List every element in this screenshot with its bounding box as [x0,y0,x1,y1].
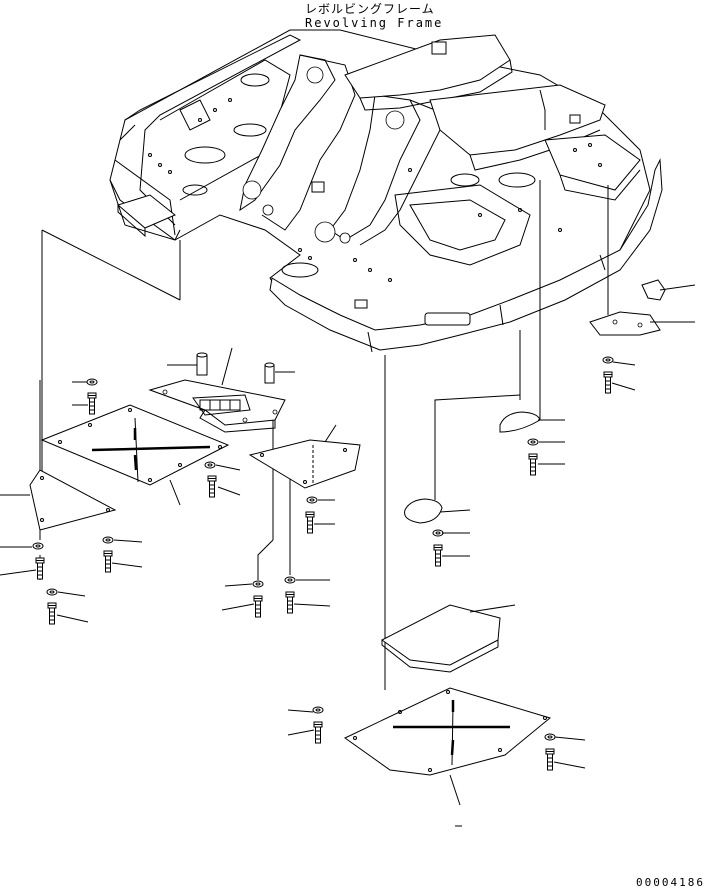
callout-leaders [0,284,696,827]
center-step-plate [148,352,286,433]
title-japanese: レボルビングフレーム [305,2,435,16]
left-cover-plate-large [40,404,230,486]
center-right-cover-plate [248,439,361,489]
left-cover-plate-small [29,469,117,531]
revolving-frame [109,29,663,353]
document-number: 00004186 [636,876,705,889]
round-cover-2 [404,498,443,524]
bottom-cover-plate [344,687,552,776]
title-english: Revolving Frame [305,16,444,30]
right-bracket-plate [589,279,666,336]
leader-lines [39,180,609,690]
round-cover-1 [499,411,541,433]
rubber-pad [381,604,501,673]
